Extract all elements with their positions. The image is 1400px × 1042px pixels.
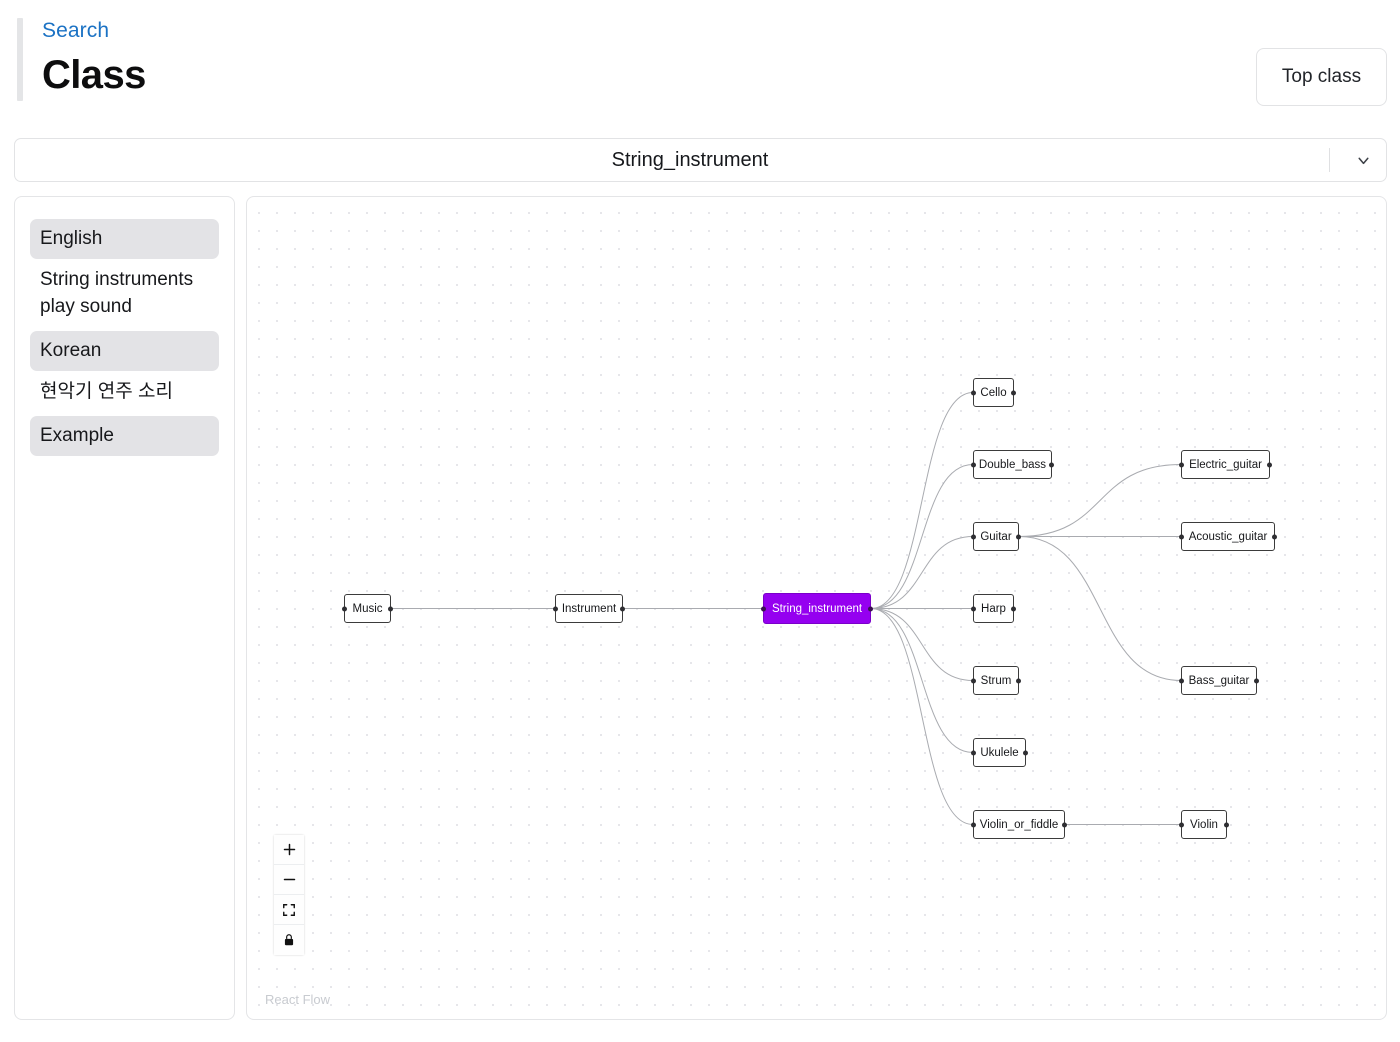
- lock-icon[interactable]: [274, 925, 304, 955]
- node-handle-right[interactable]: [1272, 534, 1277, 539]
- flow-node-label: Cello: [980, 386, 1007, 399]
- flow-node-double_bass[interactable]: Double_bass: [971, 450, 1054, 479]
- node-handle-right[interactable]: [1224, 822, 1229, 827]
- sidebar-label-english: English: [30, 219, 219, 259]
- sidebar-value-korean: 현악기 연주 소리: [40, 381, 173, 402]
- flow-node-label: Double_bass: [978, 458, 1047, 471]
- flow-edge-string-to-cello[interactable]: [870, 392, 974, 609]
- sidebar-label-example: Example: [30, 416, 219, 456]
- flow-node-label: Acoustic_guitar: [1188, 530, 1268, 543]
- node-handle-left[interactable]: [761, 606, 766, 611]
- node-handle-left[interactable]: [971, 534, 976, 539]
- node-handle-left[interactable]: [971, 750, 976, 755]
- node-handle-left[interactable]: [971, 606, 976, 611]
- flow-node-strum[interactable]: Strum: [971, 666, 1021, 695]
- flow-edge-string-to-double_bass[interactable]: [870, 464, 974, 609]
- node-handle-right[interactable]: [1062, 822, 1067, 827]
- flow-node-harp[interactable]: Harp: [971, 594, 1016, 623]
- node-handle-right[interactable]: [1011, 390, 1016, 395]
- flow-node-label: Harp: [981, 602, 1006, 615]
- flow-edge-string-to-strum[interactable]: [870, 608, 974, 681]
- fit-view-icon[interactable]: [274, 895, 304, 925]
- node-handle-left[interactable]: [1179, 822, 1184, 827]
- flow-node-label: Guitar: [980, 530, 1012, 543]
- header-accent-bar: [17, 18, 23, 101]
- flow-node-label: Instrument: [561, 602, 617, 615]
- select-divider: [1329, 148, 1330, 172]
- node-handle-right[interactable]: [388, 606, 393, 611]
- node-handle-right[interactable]: [868, 606, 873, 611]
- flow-node-guitar[interactable]: Guitar: [971, 522, 1021, 551]
- node-handle-left[interactable]: [971, 390, 976, 395]
- node-handle-left[interactable]: [342, 606, 347, 611]
- node-handle-left[interactable]: [971, 822, 976, 827]
- page-header: Search Class: [17, 18, 146, 101]
- node-handle-right[interactable]: [1049, 462, 1054, 467]
- chevron-down-icon[interactable]: [1346, 152, 1380, 169]
- flow-edge-guitar-to-electric[interactable]: [1018, 464, 1182, 537]
- node-handle-right[interactable]: [1016, 678, 1021, 683]
- flow-node-instrument[interactable]: Instrument: [553, 594, 625, 623]
- flow-node-label: Music: [352, 602, 383, 615]
- node-handle-left[interactable]: [971, 462, 976, 467]
- flow-node-cello[interactable]: Cello: [971, 378, 1016, 407]
- flow-node-music[interactable]: Music: [342, 594, 393, 623]
- node-handle-left[interactable]: [1179, 678, 1184, 683]
- flow-node-label: Violin: [1190, 818, 1218, 831]
- node-handle-right[interactable]: [1016, 534, 1021, 539]
- flow-edge-string-to-violin_fiddle[interactable]: [870, 608, 974, 825]
- flow-node-label: Violin_or_fiddle: [979, 818, 1059, 831]
- flow-node-label: Electric_guitar: [1189, 458, 1262, 471]
- class-select-value: String_instrument: [611, 148, 769, 171]
- info-sidebar: English String instruments play sound Ko…: [14, 196, 235, 1020]
- sidebar-value-english: String instruments play sound: [40, 269, 194, 317]
- flow-controls[interactable]: [274, 835, 304, 955]
- class-select[interactable]: String_instrument: [14, 138, 1387, 182]
- flow-node-label: Ukulele: [980, 746, 1019, 759]
- node-handle-left[interactable]: [553, 606, 558, 611]
- node-handle-left[interactable]: [1179, 534, 1184, 539]
- flow-edge-string-to-ukulele[interactable]: [870, 608, 974, 753]
- flow-node-bass_guitar[interactable]: Bass_guitar: [1179, 666, 1259, 695]
- flow-node-label: Bass_guitar: [1188, 674, 1250, 687]
- flow-node-label: Strum: [980, 674, 1012, 687]
- breadcrumb-search-link[interactable]: Search: [42, 19, 110, 42]
- page-title: Class: [42, 53, 146, 97]
- zoom-in-icon[interactable]: [274, 835, 304, 865]
- flow-node-acoustic[interactable]: Acoustic_guitar: [1179, 522, 1277, 551]
- node-handle-right[interactable]: [1011, 606, 1016, 611]
- node-handle-right[interactable]: [1267, 462, 1272, 467]
- node-handle-right[interactable]: [1254, 678, 1259, 683]
- flow-node-ukulele[interactable]: Ukulele: [971, 738, 1028, 767]
- react-flow-attribution[interactable]: React Flow: [265, 992, 331, 1007]
- zoom-out-icon[interactable]: [274, 865, 304, 895]
- flow-node-label: String_instrument: [771, 602, 863, 615]
- node-handle-left[interactable]: [971, 678, 976, 683]
- flow-edge-guitar-to-bass_guitar[interactable]: [1018, 536, 1182, 681]
- node-handle-right[interactable]: [1023, 750, 1028, 755]
- top-class-button[interactable]: Top class: [1256, 48, 1387, 106]
- node-handle-right[interactable]: [620, 606, 625, 611]
- flow-node-electric[interactable]: Electric_guitar: [1179, 450, 1272, 479]
- sidebar-label-korean: Korean: [30, 331, 219, 371]
- flow-node-violin_fiddle[interactable]: Violin_or_fiddle: [971, 810, 1067, 839]
- flow-edge-string-to-guitar[interactable]: [870, 536, 974, 609]
- flow-node-string[interactable]: String_instrument: [761, 593, 873, 624]
- flow-node-violin[interactable]: Violin: [1179, 810, 1229, 839]
- edge-layer: [390, 392, 1182, 826]
- node-handle-left[interactable]: [1179, 462, 1184, 467]
